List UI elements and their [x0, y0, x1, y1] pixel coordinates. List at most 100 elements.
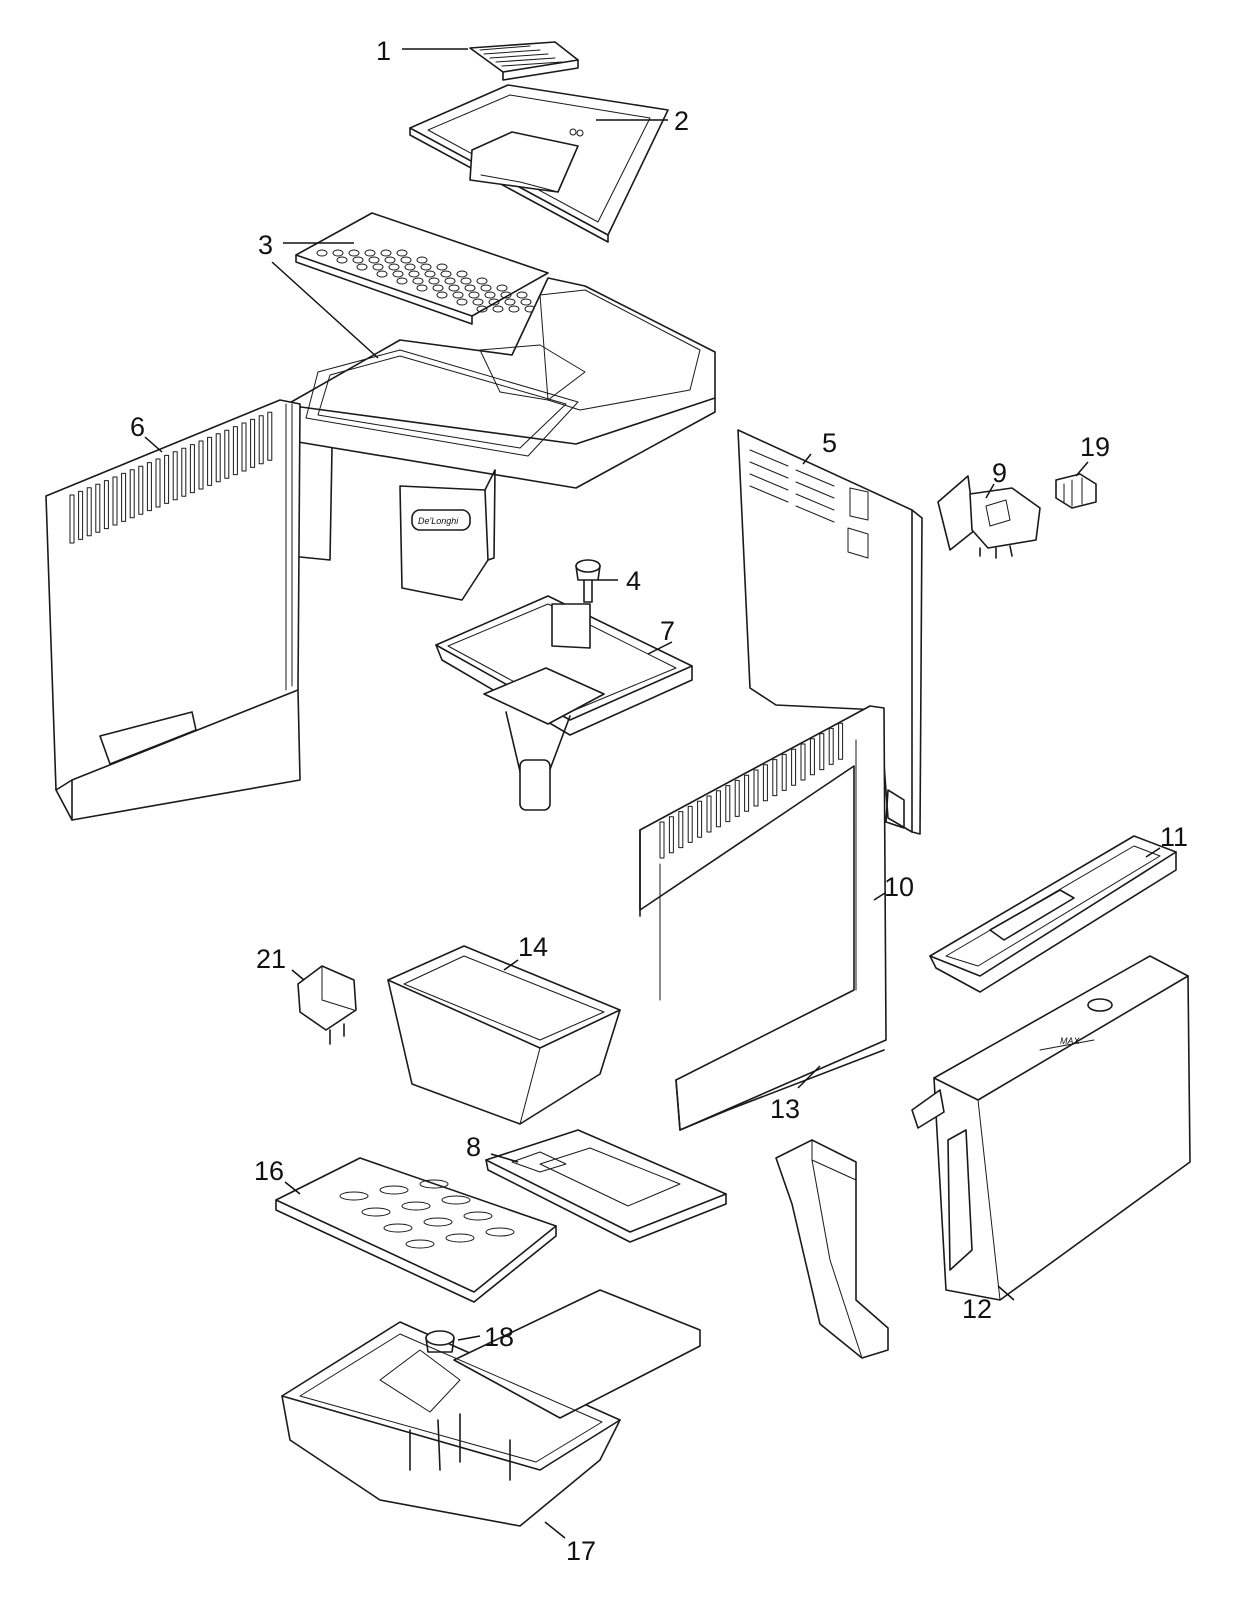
- part-7-funnel-tray: [435, 595, 693, 811]
- callout-18: 18: [484, 1322, 514, 1352]
- part-11-tank-lid: [929, 835, 1177, 993]
- callout-19: 19: [1080, 432, 1110, 462]
- vent-slot: [749, 485, 789, 503]
- brand-logo-text: De'Longhi: [418, 516, 459, 526]
- vent-slot: [795, 481, 835, 499]
- vent-slot: [232, 426, 238, 476]
- plate-hole: [316, 249, 328, 257]
- plate-hole: [500, 291, 512, 299]
- grid-slot: [339, 1191, 369, 1201]
- plate-hole: [480, 284, 492, 292]
- grid-slot: [441, 1195, 471, 1205]
- vent-slot: [809, 738, 815, 776]
- callout-7: 7: [660, 616, 675, 646]
- vent-slot: [753, 769, 759, 807]
- plate-hole: [472, 298, 484, 306]
- vent-slot: [250, 418, 256, 468]
- grid-slot: [405, 1239, 435, 1249]
- part-3-cup-plate-and-gasket: [295, 212, 568, 325]
- callout-4: 4: [626, 566, 641, 596]
- plate-hole: [508, 305, 520, 313]
- callout-9: 9: [992, 458, 1007, 488]
- vent-slot: [181, 447, 187, 497]
- plate-hole: [460, 277, 472, 285]
- plate-hole: [440, 270, 452, 278]
- vent-slot: [697, 800, 703, 838]
- grid-slot: [423, 1217, 453, 1227]
- plate-hole: [332, 249, 344, 257]
- callout-10: 10: [884, 872, 914, 902]
- callout-14: 14: [518, 932, 548, 962]
- vent-slot: [795, 505, 835, 523]
- plate-hole: [372, 263, 384, 271]
- vent-slot: [800, 743, 806, 781]
- vent-slot: [734, 779, 740, 817]
- vent-slot: [678, 811, 684, 849]
- plate-hole: [396, 277, 408, 285]
- grid-slot: [463, 1211, 493, 1221]
- vent-slot: [172, 451, 178, 501]
- vent-slot: [112, 476, 118, 526]
- part-16-drip-grid: [275, 1157, 557, 1303]
- plate-hole: [388, 263, 400, 271]
- vent-slot: [78, 490, 84, 540]
- part-10-front-panel: [639, 705, 887, 1131]
- plate-hole: [504, 298, 516, 306]
- vent-slot: [95, 483, 101, 533]
- part-19-connector: [1055, 473, 1097, 509]
- vent-slot: [795, 493, 835, 511]
- vent-slot: [241, 422, 247, 472]
- vent-slot: [258, 415, 264, 465]
- part-8-drip-cover: [485, 1129, 727, 1243]
- plate-hole: [468, 291, 480, 299]
- plate-hole: [476, 305, 488, 313]
- tank-max-marking: MAX: [1060, 1036, 1081, 1046]
- plate-hole: [428, 277, 440, 285]
- vent-slot: [819, 733, 825, 771]
- vent-slot: [828, 727, 834, 765]
- plate-hole: [432, 284, 444, 292]
- vent-slot: [69, 494, 75, 544]
- plate-hole: [424, 270, 436, 278]
- callout-1: 1: [376, 36, 391, 66]
- plate-hole: [456, 270, 468, 278]
- plate-hole: [484, 291, 496, 299]
- vent-slot: [715, 790, 721, 828]
- grid-slot: [383, 1223, 413, 1233]
- vent-slot: [215, 433, 221, 483]
- plate-hole: [464, 284, 476, 292]
- part-18-valve: [425, 1330, 455, 1353]
- plate-hole: [412, 277, 424, 285]
- plate-hole: [496, 284, 508, 292]
- callout-2: 2: [674, 106, 689, 136]
- part-4-knob: [575, 559, 601, 603]
- plate-hole: [356, 263, 368, 271]
- part-6-left-side-panel: [45, 399, 301, 821]
- callout-16: 16: [254, 1156, 284, 1186]
- vent-slot: [164, 454, 170, 504]
- vent-slot: [138, 465, 144, 515]
- callout-8: 8: [466, 1132, 481, 1162]
- plate-hole: [376, 270, 388, 278]
- part-9-switch-module: [937, 475, 1041, 559]
- vent-slot: [687, 805, 693, 843]
- plate-hole: [396, 249, 408, 257]
- plate-hole: [348, 249, 360, 257]
- callout-6: 6: [130, 412, 145, 442]
- grid-slot: [379, 1185, 409, 1195]
- plate-hole: [404, 263, 416, 271]
- callout-21: 21: [256, 944, 286, 974]
- plate-hole: [476, 277, 488, 285]
- plate-hole: [368, 256, 380, 264]
- vent-slot: [795, 469, 835, 487]
- vent-slot: [725, 785, 731, 823]
- plate-hole: [492, 305, 504, 313]
- plate-hole: [420, 263, 432, 271]
- vent-slot: [121, 472, 127, 522]
- top-housing: De'Longhi: [279, 277, 716, 601]
- grid-slot: [485, 1227, 515, 1237]
- vent-slot: [772, 759, 778, 797]
- callout-17: 17: [566, 1536, 596, 1566]
- vent-slot: [129, 469, 135, 519]
